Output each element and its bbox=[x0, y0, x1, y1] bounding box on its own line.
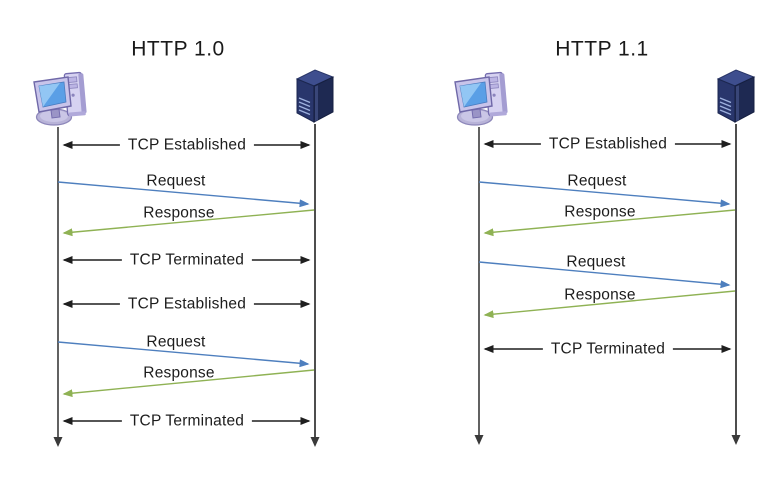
arrow-response-2-http10 bbox=[62, 369, 315, 398]
client-computer-icon bbox=[33, 71, 87, 126]
diagram-title-http10: HTTP 1.0 bbox=[131, 37, 225, 61]
arrow-response-1-http11 bbox=[483, 209, 736, 237]
message-label-response: Response bbox=[564, 203, 636, 221]
message-label-tcp-established: TCP Established bbox=[119, 295, 255, 313]
message-label-tcp-established: TCP Established bbox=[540, 135, 676, 153]
arrow-request-2-http10 bbox=[57, 341, 310, 368]
arrow-response-2-http11 bbox=[483, 290, 736, 319]
message-label-tcp-terminated: TCP Terminated bbox=[542, 340, 674, 358]
client-computer-icon bbox=[454, 71, 508, 126]
diagram-title-http11: HTTP 1.1 bbox=[555, 37, 649, 61]
server-icon bbox=[716, 69, 756, 123]
message-label-request: Request bbox=[146, 172, 206, 190]
message-label-request: Request bbox=[567, 172, 627, 190]
message-label-tcp-terminated: TCP Terminated bbox=[121, 412, 253, 430]
message-label-response: Response bbox=[564, 286, 636, 304]
server-icon bbox=[295, 69, 335, 123]
message-label-tcp-established: TCP Established bbox=[119, 136, 255, 154]
arrow-request-2-http11 bbox=[478, 261, 731, 289]
message-label-response: Response bbox=[143, 204, 215, 222]
message-label-request: Request bbox=[566, 253, 626, 271]
arrow-request-1-http11 bbox=[478, 181, 731, 208]
message-label-tcp-terminated: TCP Terminated bbox=[121, 251, 253, 269]
message-label-request: Request bbox=[146, 333, 206, 351]
arrow-response-1-http10 bbox=[62, 209, 315, 237]
message-label-response: Response bbox=[143, 364, 215, 382]
arrow-request-1-http10 bbox=[57, 181, 310, 208]
